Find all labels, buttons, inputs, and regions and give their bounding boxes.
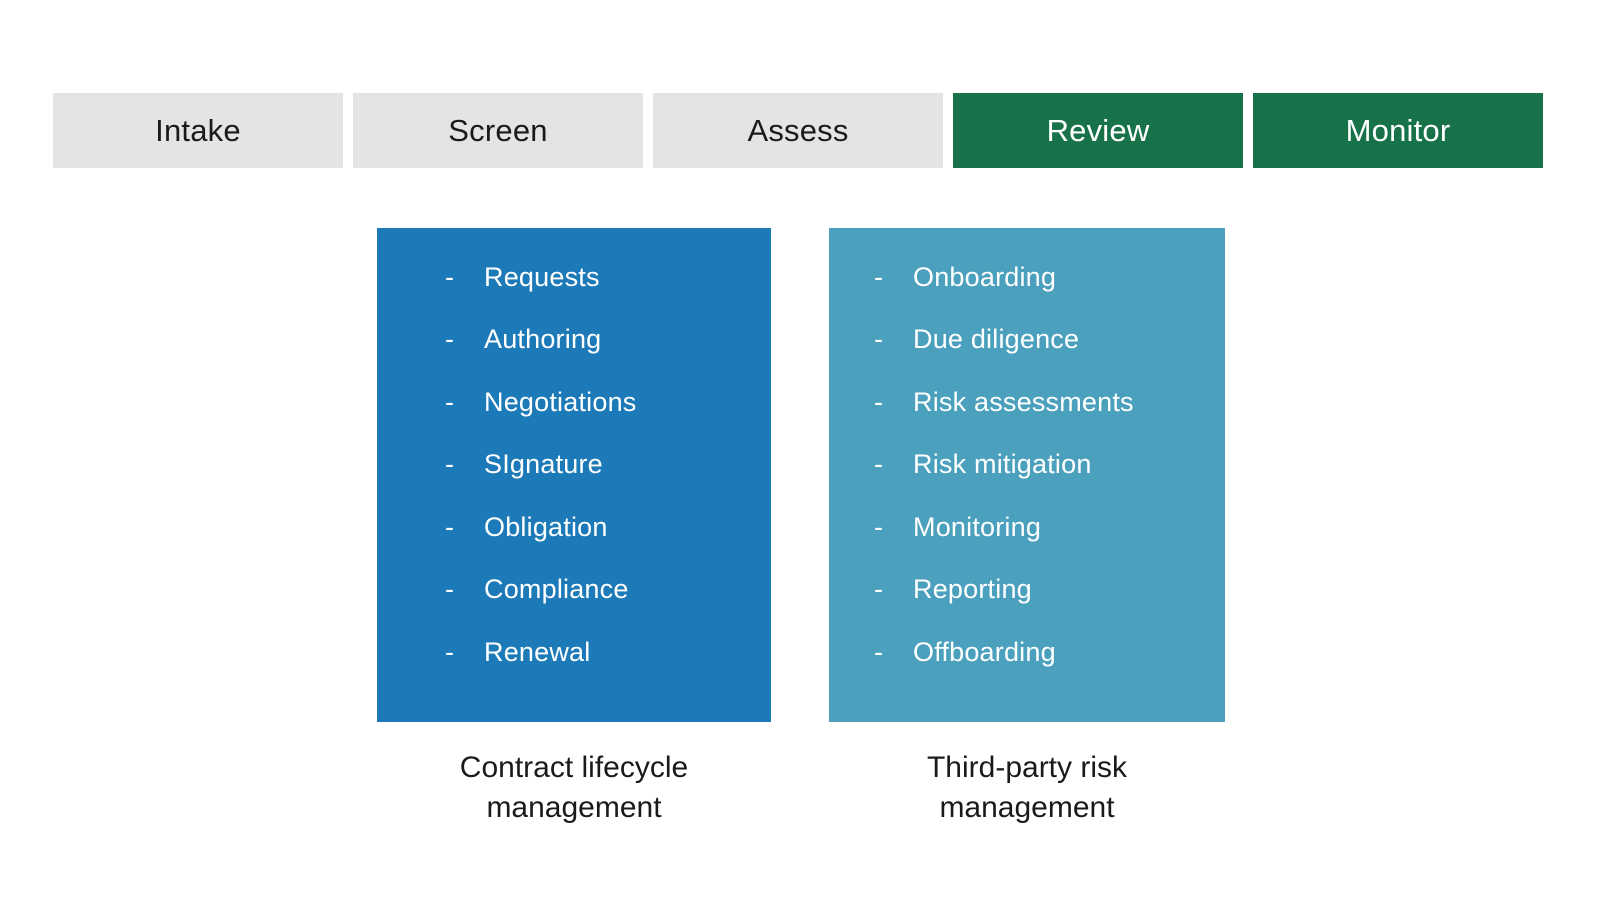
stage-pipeline: Intake Screen Assess Review Monitor xyxy=(53,93,1543,168)
list-item: - Due diligence xyxy=(829,309,1225,372)
list-item-label: Requests xyxy=(484,261,600,292)
third-party-risk-caption: Third-party risk management xyxy=(829,748,1225,828)
list-item: - Obligation xyxy=(377,496,771,559)
list-item-label: Reporting xyxy=(913,574,1032,605)
list-item: - SIgnature xyxy=(377,434,771,497)
caption-line: Contract lifecycle xyxy=(459,751,689,784)
list-item: - Compliance xyxy=(377,559,771,622)
dash-bullet: - xyxy=(445,511,455,542)
caption-line: Third-party risk xyxy=(926,751,1128,784)
third-party-risk-panel: - Onboarding - Due diligence - Risk asse… xyxy=(829,228,1225,722)
list-item-label: Due diligence xyxy=(913,324,1080,355)
list-item-label: Risk mitigation xyxy=(913,449,1092,480)
list-item-label: Negotiations xyxy=(484,386,637,417)
list-item: - Risk assessments xyxy=(829,371,1225,434)
stage-monitor[interactable]: Monitor xyxy=(1253,93,1543,168)
dash-bullet: - xyxy=(445,574,455,605)
dash-bullet: - xyxy=(874,386,884,417)
list-item-label: Onboarding xyxy=(913,261,1057,292)
dash-bullet: - xyxy=(445,636,455,667)
contract-lifecycle-caption: Contract lifecycle management xyxy=(377,748,771,828)
third-party-risk-list: - Onboarding - Due diligence - Risk asse… xyxy=(829,228,1225,684)
caption-line: management xyxy=(486,791,662,824)
dash-bullet: - xyxy=(874,449,884,480)
dash-bullet: - xyxy=(445,261,455,292)
stage-review[interactable]: Review xyxy=(953,93,1243,168)
list-item-label: Authoring xyxy=(484,324,602,355)
list-item-label: Renewal xyxy=(484,636,591,667)
list-item: - Authoring xyxy=(377,309,771,372)
list-item: - Offboarding xyxy=(829,621,1225,684)
caption-line: management xyxy=(939,791,1115,824)
dash-bullet: - xyxy=(874,511,884,542)
dash-bullet: - xyxy=(445,324,455,355)
contract-lifecycle-list: - Requests - Authoring - Negotiations - … xyxy=(377,228,771,684)
stage-screen[interactable]: Screen xyxy=(353,93,643,168)
list-item: - Onboarding xyxy=(829,246,1225,309)
list-item: - Risk mitigation xyxy=(829,434,1225,497)
dash-bullet: - xyxy=(874,574,884,605)
list-item: - Monitoring xyxy=(829,496,1225,559)
list-item-label: Obligation xyxy=(484,511,608,542)
list-item-label: Risk assessments xyxy=(913,386,1134,417)
list-item-label: Monitoring xyxy=(913,511,1042,542)
dash-bullet: - xyxy=(445,386,455,417)
list-item: - Negotiations xyxy=(377,371,771,434)
stage-intake[interactable]: Intake xyxy=(53,93,343,168)
dash-bullet: - xyxy=(874,636,884,667)
list-item: - Requests xyxy=(377,246,771,309)
list-item-label: SIgnature xyxy=(484,449,603,480)
list-item: - Reporting xyxy=(829,559,1225,622)
list-item-label: Offboarding xyxy=(913,636,1056,667)
stage-assess[interactable]: Assess xyxy=(653,93,943,168)
dash-bullet: - xyxy=(874,261,884,292)
dash-bullet: - xyxy=(874,324,884,355)
dash-bullet: - xyxy=(445,449,455,480)
list-item-label: Compliance xyxy=(484,574,629,605)
contract-lifecycle-panel: - Requests - Authoring - Negotiations - … xyxy=(377,228,771,722)
list-item: - Renewal xyxy=(377,621,771,684)
